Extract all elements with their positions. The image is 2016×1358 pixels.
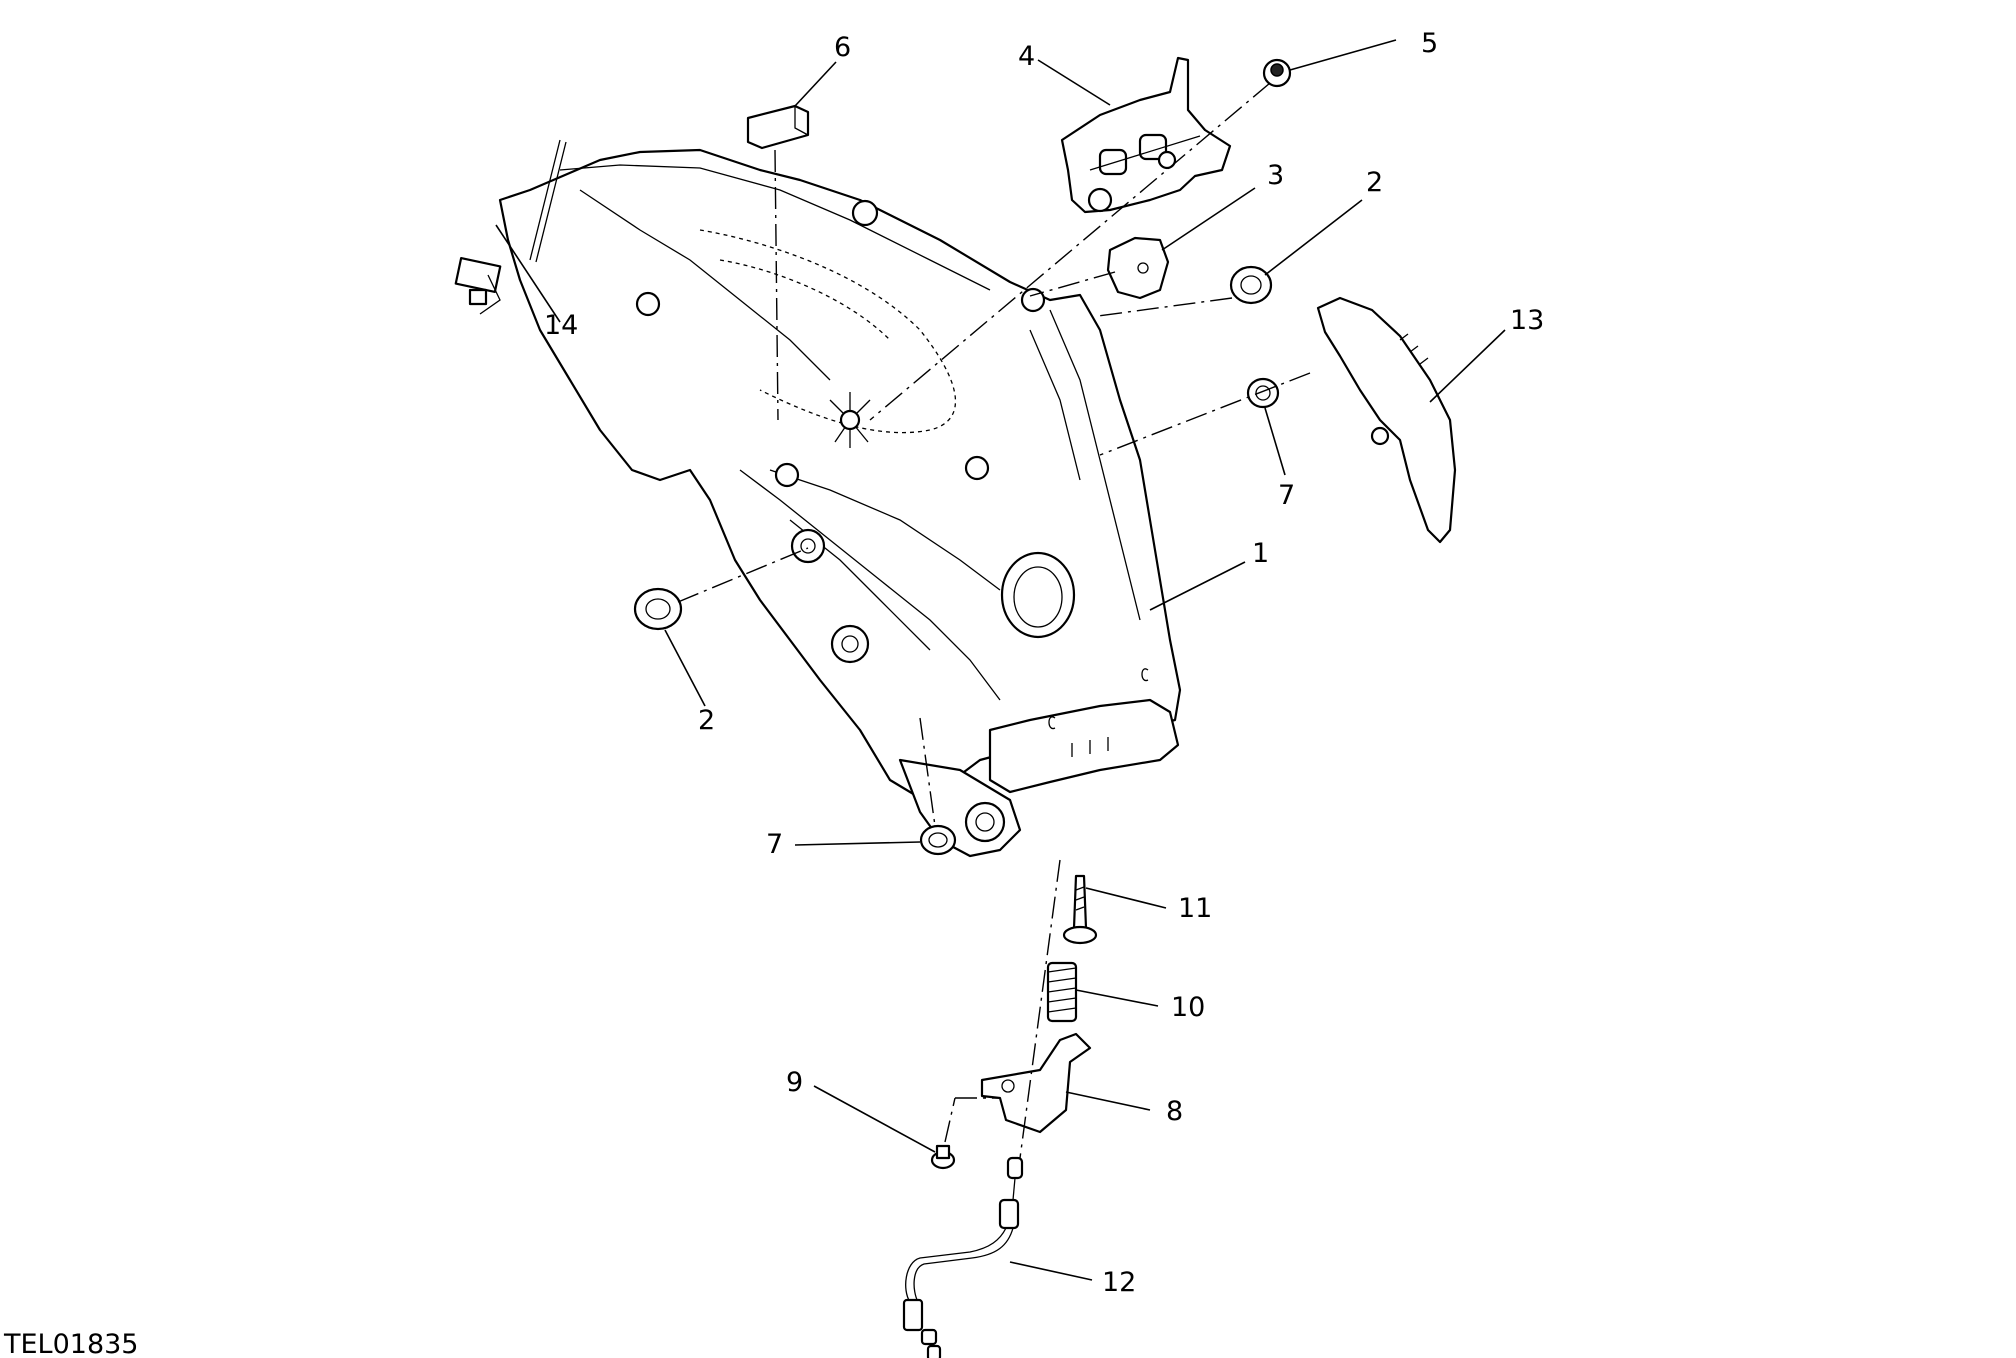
callout-3: 3 <box>1267 160 1284 191</box>
callout-9: 9 <box>786 1067 803 1098</box>
bolt-part-11 <box>1062 874 1098 945</box>
callout-1: 1 <box>1252 538 1269 569</box>
nut-part-5 <box>1262 58 1292 88</box>
callout-7-lower: 7 <box>766 829 783 860</box>
callout-numbers: 1 2 2 3 4 5 6 7 7 7 8 9 10 11 12 13 14 <box>544 28 1544 1298</box>
callout-10: 10 <box>1171 992 1205 1023</box>
grommet-part-7-right <box>1246 377 1280 409</box>
spring-part-10 <box>1046 961 1078 1023</box>
callout-12: 12 <box>1102 1267 1136 1298</box>
callout-2-upper: 2 <box>1366 167 1383 198</box>
drawing-code: TEL01835 <box>3 1329 139 1358</box>
subframe-part-1 <box>498 148 1182 858</box>
rubber-pad-part-3 <box>1106 236 1170 300</box>
callout-4: 4 <box>1018 41 1035 72</box>
leader-lines <box>495 39 1506 1281</box>
screw-part-9 <box>930 1144 956 1170</box>
callout-13: 13 <box>1510 305 1544 336</box>
callout-5: 5 <box>1421 28 1438 59</box>
callout-2-lower: 2 <box>698 705 715 736</box>
label-pad-part-6 <box>746 104 810 150</box>
bracket-part-8 <box>980 1032 1092 1134</box>
callout-8: 8 <box>1166 1096 1183 1127</box>
callout-11: 11 <box>1178 893 1212 924</box>
callout-14: 14 <box>544 310 578 341</box>
grommet-part-2-lower <box>633 587 683 631</box>
grommet-part-7-lower <box>919 824 957 856</box>
callout-7-right: 7 <box>1278 480 1295 511</box>
grommet-part-2-upper <box>1229 265 1273 305</box>
cable-tie-part-14 <box>454 139 567 315</box>
side-cover-part-13 <box>1316 296 1457 544</box>
bracket-plate-part-4 <box>1060 56 1232 214</box>
cable-part-12 <box>902 1156 1024 1358</box>
callout-6: 6 <box>834 32 851 63</box>
